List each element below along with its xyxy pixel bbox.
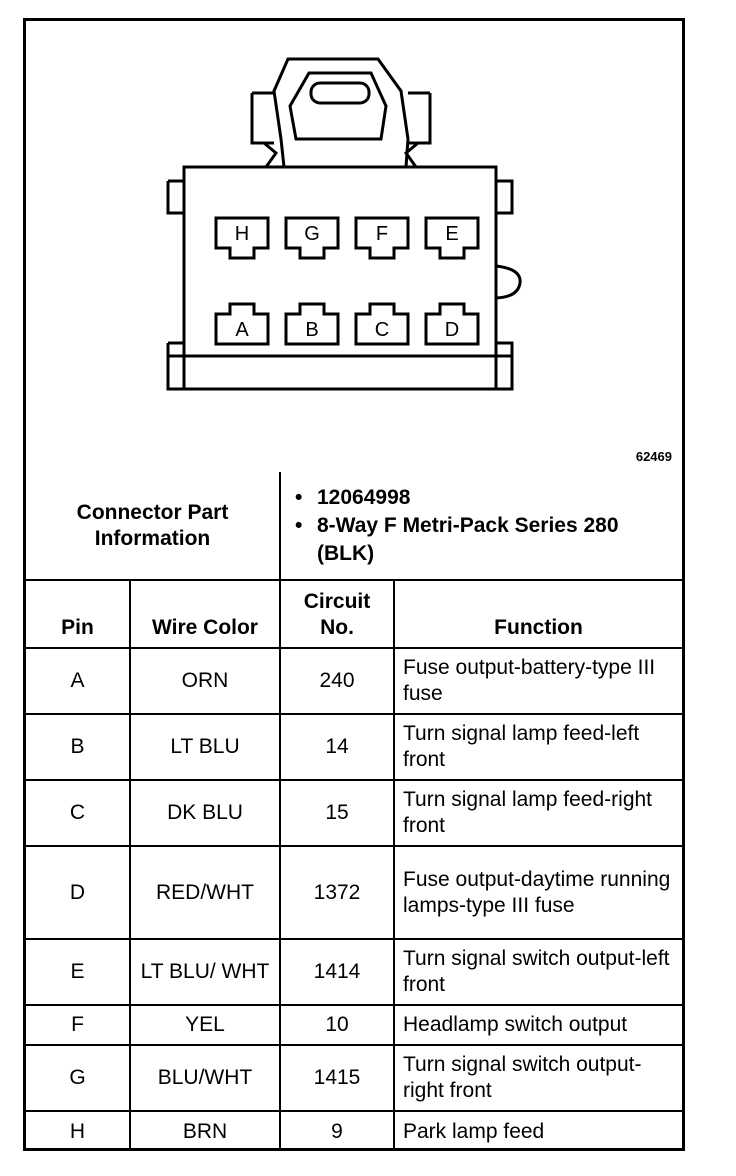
pin-label: D bbox=[445, 319, 459, 341]
connector-info-row: Connector Part Information •12064998 •8-… bbox=[26, 472, 682, 581]
pin-cavity bbox=[354, 216, 410, 260]
circuit-cell: 9 bbox=[279, 1110, 395, 1151]
info-item: •12064998 bbox=[295, 485, 411, 509]
function-cell: Turn signal lamp feed-left front bbox=[393, 713, 682, 781]
pin-cavity bbox=[284, 302, 340, 346]
pin-label: C bbox=[375, 319, 389, 341]
header-wire-color: Wire Color bbox=[129, 579, 281, 649]
pin-cell: E bbox=[26, 938, 131, 1006]
function-cell: Turn signal switch output-left front bbox=[393, 938, 682, 1006]
circuit-cell: 15 bbox=[279, 779, 395, 847]
info-item: •8-Way F Metri-Pack Series 280 (BLK) bbox=[295, 513, 619, 565]
wire-color-cell: DK BLU bbox=[129, 779, 281, 847]
pin-label: A bbox=[235, 319, 249, 341]
function-cell: Turn signal lamp feed-right front bbox=[393, 779, 682, 847]
function-cell: Fuse output-daytime running lamps-type I… bbox=[393, 845, 682, 940]
wire-color-cell: ORN bbox=[129, 648, 281, 715]
pin-cell: C bbox=[26, 779, 131, 847]
wire-color-cell: BLU/WHT bbox=[129, 1044, 281, 1112]
pin-cavity bbox=[424, 216, 480, 260]
pin-cell: A bbox=[26, 648, 131, 715]
wire-color-cell: YEL bbox=[129, 1004, 281, 1046]
function-cell: Turn signal switch output-right front bbox=[393, 1044, 682, 1112]
circuit-cell: 14 bbox=[279, 713, 395, 781]
pin-label: G bbox=[304, 223, 320, 245]
figure-id: 62469 bbox=[635, 449, 672, 464]
connector-info-label: Connector Part Information bbox=[26, 472, 281, 581]
pin-cavity bbox=[214, 302, 270, 346]
header-circuit: Circuit No. bbox=[279, 579, 395, 649]
circuit-cell: 240 bbox=[279, 648, 395, 715]
header-function: Function bbox=[393, 579, 682, 649]
pin-cavity bbox=[424, 302, 480, 346]
wire-color-cell: LT BLU bbox=[129, 713, 281, 781]
circuit-cell: 1372 bbox=[279, 845, 395, 940]
wire-color-cell: BRN bbox=[129, 1110, 281, 1151]
pin-cavity bbox=[284, 216, 340, 260]
connector-info-list: •12064998 •8-Way F Metri-Pack Series 280… bbox=[279, 472, 682, 581]
pin-label: E bbox=[445, 223, 458, 245]
header-row: Pin Wire Color Circuit No. Function bbox=[26, 579, 682, 649]
pin-cell: H bbox=[26, 1110, 131, 1151]
wire-color-cell: LT BLU/ WHT bbox=[129, 938, 281, 1006]
pin-cell: G bbox=[26, 1044, 131, 1112]
pin-cavity bbox=[214, 216, 270, 260]
pin-cell: D bbox=[26, 845, 131, 940]
circuit-cell: 10 bbox=[279, 1004, 395, 1046]
pinout-table: Connector Part Information •12064998 •8-… bbox=[26, 472, 682, 1151]
pin-label: B bbox=[305, 319, 318, 341]
circuit-cell: 1414 bbox=[279, 938, 395, 1006]
pin-label: F bbox=[376, 223, 388, 245]
pin-cavity bbox=[354, 302, 410, 346]
pin-cell: B bbox=[26, 713, 131, 781]
function-cell: Park lamp feed bbox=[393, 1110, 682, 1151]
function-cell: Headlamp switch output bbox=[393, 1004, 682, 1046]
pin-cell: F bbox=[26, 1004, 131, 1046]
header-pin: Pin bbox=[26, 579, 131, 649]
circuit-cell: 1415 bbox=[279, 1044, 395, 1112]
pin-label: H bbox=[235, 223, 249, 245]
connector-diagram: H G F E A B C D bbox=[166, 57, 522, 391]
function-cell: Fuse output-battery-type III fuse bbox=[393, 648, 682, 715]
wire-color-cell: RED/WHT bbox=[129, 845, 281, 940]
